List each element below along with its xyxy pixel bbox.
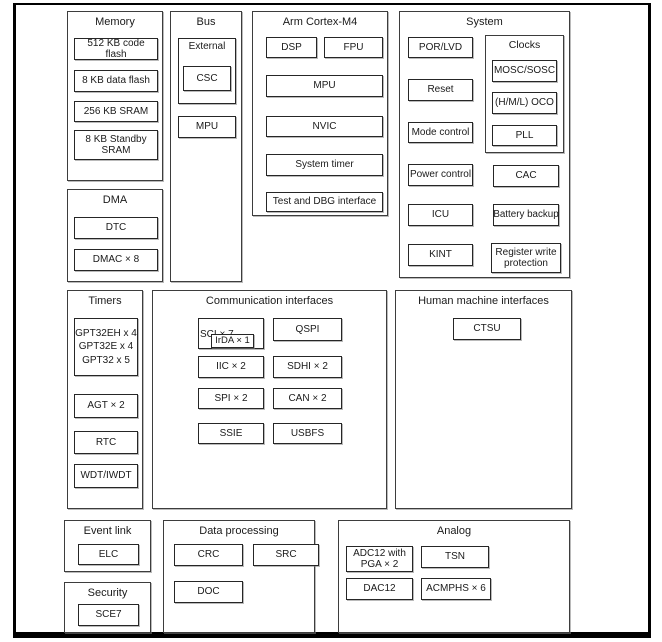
crc-box: CRC	[174, 544, 243, 566]
qspi-box: QSPI	[273, 318, 342, 341]
gpt32-label: GPT32 x 5	[82, 354, 130, 366]
hmi-title: Human machine interfaces	[418, 295, 549, 307]
fpu-box: FPU	[324, 37, 383, 58]
external-bus-label: External	[188, 41, 226, 52]
clocks-group: Clocks MOSC/SOSC (H/M/L) OCO PLL	[485, 35, 564, 153]
comm-title: Communication interfaces	[205, 295, 334, 307]
oco-box: (H/M/L) OCO	[492, 92, 557, 114]
rtc-box: RTC	[74, 431, 138, 454]
dsp-box: DSP	[266, 37, 317, 58]
can-box: CAN × 2	[273, 388, 342, 409]
security-title: Security	[87, 587, 128, 599]
event-link-title: Event link	[83, 525, 132, 537]
cac-box: CAC	[493, 165, 559, 187]
por-lvd-box: POR/LVD	[408, 37, 473, 58]
system-group: System POR/LVD Reset Mode control Power …	[399, 11, 570, 278]
sdhi-box: SDHI × 2	[273, 356, 342, 378]
data-processing-group: Data processing CRC SRC DOC	[163, 520, 319, 633]
doc-box: DOC	[174, 581, 243, 603]
gpt-box: GPT32EH x 4 GPT32E x 4 GPT32 x 5	[74, 318, 138, 376]
hmi-group: Human machine interfaces CTSU	[395, 290, 572, 509]
security-group: Security SCE7	[64, 582, 151, 633]
irda-box: IrDA × 1	[211, 334, 254, 348]
mosc-sosc-box: MOSC/SOSC	[492, 60, 557, 82]
pll-box: PLL	[492, 125, 557, 146]
bus-mpu-box: MPU	[178, 116, 236, 138]
cortex-title: Arm Cortex-M4	[282, 16, 358, 28]
dma-group: DMA DTC DMAC × 8	[67, 189, 163, 282]
diagram-outer-frame	[13, 3, 651, 638]
analog-title: Analog	[436, 525, 472, 537]
wdt-iwdt-box: WDT/IWDT	[74, 464, 138, 488]
data-flash-box: 8 KB data flash	[74, 70, 158, 92]
spi-box: SPI × 2	[198, 388, 264, 409]
timers-title: Timers	[88, 295, 122, 307]
elc-box: ELC	[78, 544, 139, 565]
clocks-title: Clocks	[508, 39, 541, 51]
nvic-box: NVIC	[266, 116, 383, 137]
test-dbg-box: Test and DBG interface	[266, 192, 383, 212]
bus-group: Bus External CSC MPU	[170, 11, 242, 282]
system-title: System	[466, 16, 503, 28]
gpt32e-label: GPT32E x 4	[78, 341, 134, 353]
code-flash-box: 512 KB code flash	[74, 38, 158, 60]
ctsu-box: CTSU	[453, 318, 521, 340]
adc12-pga-box: ADC12 with PGA × 2	[346, 546, 413, 572]
power-control-box: Power control	[408, 164, 473, 186]
memory-title: Memory	[95, 16, 135, 28]
dma-title: DMA	[102, 194, 128, 206]
system-timer-box: System timer	[266, 154, 383, 176]
dac12-box: DAC12	[346, 578, 413, 600]
cortex-group: Arm Cortex-M4 DSP FPU MPU NVIC System ti…	[252, 11, 388, 216]
csc-box: CSC	[183, 66, 231, 91]
bus-title: Bus	[196, 16, 216, 28]
agt-box: AGT × 2	[74, 394, 138, 418]
comm-group: Communication interfaces SCI × 7 IrDA × …	[152, 290, 387, 509]
reset-box: Reset	[408, 79, 473, 101]
ssie-box: SSIE	[198, 423, 264, 444]
sce7-box: SCE7	[78, 604, 139, 626]
icu-box: ICU	[408, 204, 473, 226]
register-write-protection-box: Register write protection	[491, 243, 561, 273]
iic-box: IIC × 2	[198, 356, 264, 378]
standby-sram-box: 8 KB Standby SRAM	[74, 130, 158, 160]
analog-group: Analog ADC12 with PGA × 2 TSN DAC12 ACMP…	[338, 520, 570, 633]
dtc-box: DTC	[74, 217, 158, 239]
kint-box: KINT	[408, 244, 473, 266]
usbfs-box: USBFS	[273, 423, 342, 444]
data-processing-title: Data processing	[199, 525, 279, 537]
external-bus-box: External CSC	[178, 38, 236, 104]
timers-group: Timers GPT32EH x 4 GPT32E x 4 GPT32 x 5 …	[67, 290, 143, 509]
tsn-box: TSN	[421, 546, 489, 568]
sram-box: 256 KB SRAM	[74, 101, 158, 122]
mode-control-box: Mode control	[408, 122, 473, 143]
battery-backup-box: Battery backup	[493, 204, 559, 226]
src-box: SRC	[253, 544, 319, 566]
cortex-mpu-box: MPU	[266, 75, 383, 97]
dmac-box: DMAC × 8	[74, 249, 158, 271]
memory-group: Memory 512 KB code flash 8 KB data flash…	[67, 11, 163, 181]
sci-box: SCI × 7 IrDA × 1	[198, 318, 264, 349]
gpt32eh-label: GPT32EH x 4	[75, 327, 137, 339]
acmphs-box: ACMPHS × 6	[421, 578, 491, 600]
event-link-group: Event link ELC	[64, 520, 151, 572]
